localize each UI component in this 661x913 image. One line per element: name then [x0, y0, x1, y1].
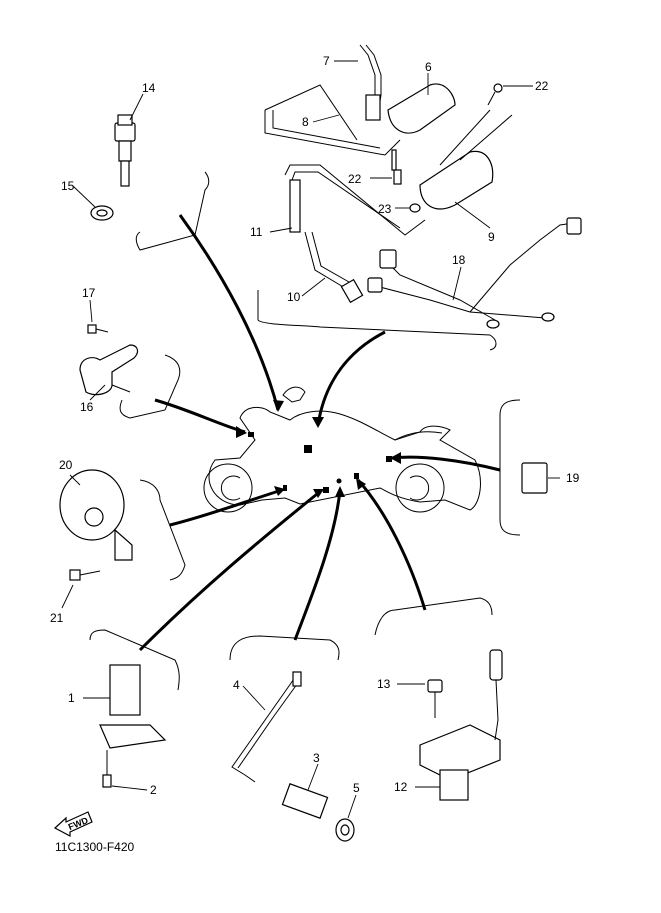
part-22-bolt-lower[interactable] — [370, 149, 402, 185]
callout-5: 5 — [353, 781, 360, 795]
callout-17: 17 — [82, 286, 96, 300]
part-9-coil[interactable] — [419, 109, 513, 229]
part-23-cap[interactable] — [395, 203, 421, 213]
callout-2: 2 — [150, 783, 157, 797]
connector-lines — [138, 214, 501, 652]
callout-15: 15 — [61, 179, 75, 193]
callout-16: 16 — [80, 400, 94, 414]
part-21-bolt[interactable] — [61, 569, 101, 609]
part-13-bolt[interactable] — [397, 679, 443, 718]
part-3-sensor[interactable] — [281, 763, 329, 819]
part-7-plug-cap[interactable] — [334, 44, 382, 121]
diagram-code: 11C1300-F420 — [55, 840, 134, 854]
fwd-arrow: FWD — [53, 811, 93, 837]
callout-20: 20 — [59, 458, 73, 472]
fwd-label: FWD — [67, 815, 90, 832]
part-20-horn[interactable] — [59, 469, 133, 561]
callout-11: 11 — [250, 225, 263, 239]
part-18-harness[interactable] — [367, 217, 582, 329]
arrowheads — [236, 400, 401, 498]
part-14-sensor[interactable] — [114, 93, 144, 187]
callout-9: 9 — [488, 230, 495, 244]
part-22-bolt-upper[interactable] — [487, 83, 533, 106]
part-4-lead[interactable] — [231, 671, 302, 783]
callout-10: 10 — [287, 290, 301, 304]
part-16-switch[interactable] — [79, 344, 139, 401]
part-15-washer[interactable] — [72, 185, 114, 221]
callout-23: 23 — [378, 202, 392, 216]
callout-7: 7 — [323, 54, 330, 68]
callout-6: 6 — [425, 60, 432, 74]
part-6-coil[interactable] — [387, 73, 456, 134]
callout-22-upper: 22 — [535, 79, 549, 93]
callout-labels: 14 15 7 6 22 8 22 23 9 11 10 18 17 16 19… — [50, 54, 580, 797]
part-2-bolt[interactable] — [102, 750, 148, 791]
callout-14: 14 — [142, 81, 156, 95]
part-11-lead[interactable] — [269, 164, 426, 236]
part-8-lead[interactable] — [264, 84, 401, 156]
part-1-sensor[interactable] — [83, 664, 167, 749]
callout-21: 21 — [50, 611, 64, 625]
part-12-sensor[interactable] — [415, 649, 503, 801]
part-5-washer[interactable] — [335, 794, 357, 842]
group-brackets — [89, 171, 521, 691]
callout-8: 8 — [302, 115, 309, 129]
callout-19: 19 — [566, 471, 580, 485]
callout-3: 3 — [313, 751, 320, 765]
callout-12: 12 — [394, 780, 408, 794]
callout-22-lower: 22 — [348, 172, 362, 186]
callout-4: 4 — [233, 678, 240, 692]
callout-13: 13 — [377, 677, 391, 691]
callout-18: 18 — [452, 253, 466, 267]
part-19-relay[interactable] — [521, 462, 560, 494]
callout-1: 1 — [68, 691, 75, 705]
part-10-plug-cap[interactable] — [301, 231, 364, 304]
part-17-screw[interactable] — [87, 299, 109, 334]
